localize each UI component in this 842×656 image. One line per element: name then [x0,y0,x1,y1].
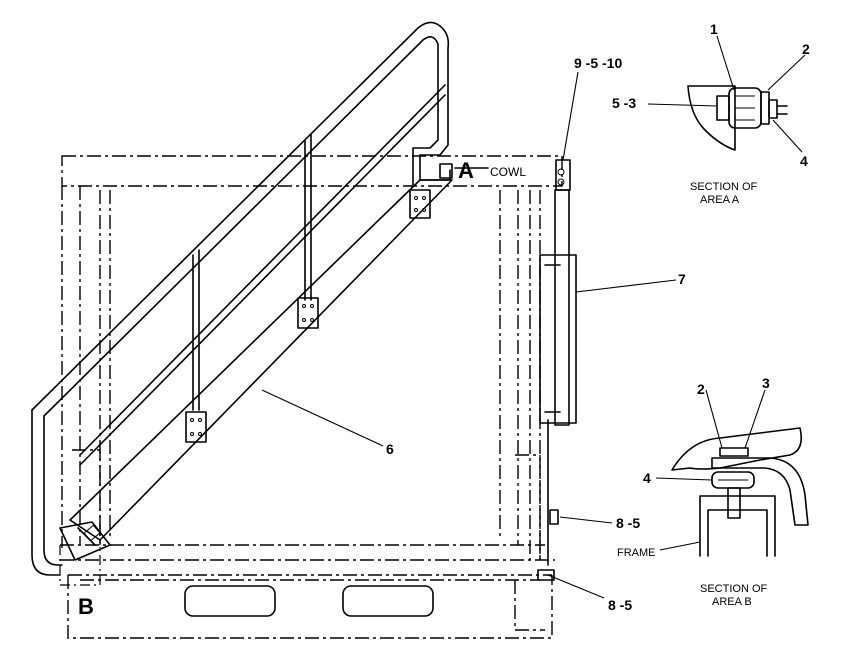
area-a-label: A [458,158,474,183]
callout-6: 6 [386,441,394,457]
stair-stringer [59,179,453,586]
section-b-callout-4: 4 [643,470,651,486]
cowl-label: COWL [490,165,526,179]
section-b-callout-3: 3 [762,375,770,391]
section-a-callout-2: 2 [802,41,810,57]
area-b-label: B [78,594,94,619]
section-b-caption-line2: AREA B [712,596,752,608]
frame-outline [60,155,563,639]
side-panel [537,189,577,581]
base-slots [184,585,434,617]
section-a-detail [647,35,806,153]
callout-8-5-upper: 8 -5 [616,515,640,531]
callout-7: 7 [678,271,686,287]
section-b-callout-2: 2 [697,381,705,397]
section-b-caption-line1: SECTION OF [700,583,768,595]
callout-9-5-10: 9 -5 -10 [574,55,622,71]
section-a-caption-line2: AREA A [700,194,740,206]
section-a-callout-4: 4 [800,153,808,169]
section-a-callout-1: 1 [710,21,718,37]
section-b-detail [655,389,809,557]
handrail [31,21,450,576]
section-a-caption-line1: SECTION OF [690,181,758,193]
frame-label: FRAME [617,547,656,559]
callout-8-5-lower: 8 -5 [608,597,632,613]
section-a-callout-5-3: 5 -3 [612,95,636,111]
